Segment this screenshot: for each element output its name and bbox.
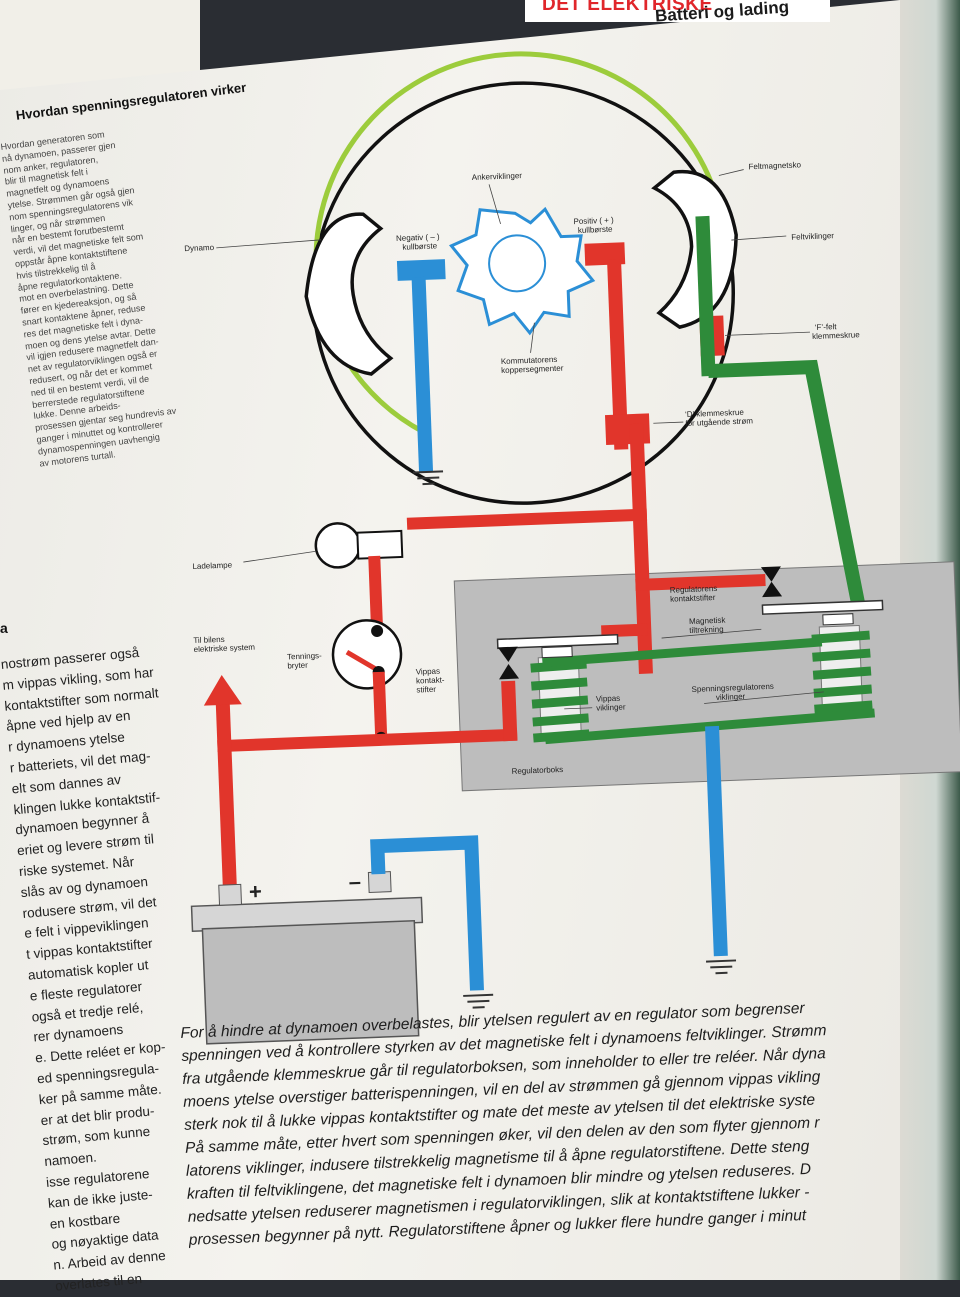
label-dynamo: Dynamo [184,243,215,253]
label-kommutator-2: koppersegmenter [501,364,564,375]
arrow-up [203,674,242,705]
label-ffelt-2: klemmeskrue [812,330,860,341]
label-magnetisk-2: tiltrekning [689,625,724,635]
minus-label: – [348,869,361,894]
negative-lead [412,277,433,472]
label-spenning-2: viklinger [716,692,746,702]
label-d-2: for utgående strøm [685,416,753,428]
charge-lamp [315,523,361,569]
label-regulatorens-2: kontaktstifter [670,593,716,604]
label-vippas-v-2: viklinger [596,702,626,712]
label-ladelampe: Ladelampe [192,560,232,571]
plus-label: + [249,879,263,904]
label-vippas-k-3: stifter [416,685,436,695]
lamp-lead [407,509,647,530]
battery-positive-lead [216,700,237,890]
label-tilbilens-2: elektriske system [194,643,256,654]
label-tennings-2: bryter [287,661,308,671]
lamp-to-switch-lead [368,556,383,626]
label-positiv-2: kullbørste [578,225,614,235]
caption: For å hindre at dynamoen overbelastes, b… [180,990,960,1252]
battery-negative-post [368,872,391,893]
label-feltviklinger: Feltviklinger [791,231,834,242]
label-ankerviklinger: Ankerviklinger [472,171,523,182]
ground-symbol-dynamo [413,471,443,484]
cutout-output [501,681,517,741]
ground-symbol-regulator [706,960,736,973]
ignition-switch [332,619,403,690]
ground-symbol-battery [463,995,493,1008]
label-feltmagnetsko: Feltmagnetsko [748,160,801,171]
battery-positive-post [219,884,242,905]
label-negativ-2: kullbørste [402,241,438,251]
lamp-socket [357,531,402,559]
